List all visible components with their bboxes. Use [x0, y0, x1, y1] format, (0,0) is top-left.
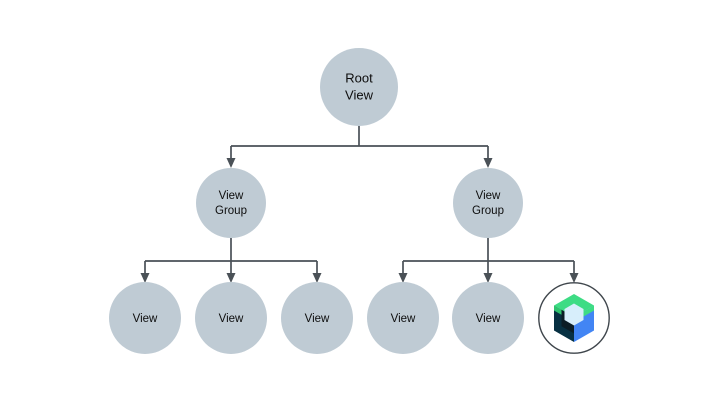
arrow-head-to-view-leaf-1 — [140, 273, 150, 283]
view-leaf-4-label: View — [391, 313, 416, 325]
node-view-leaf-4[interactable]: View — [367, 282, 439, 354]
view-leaf-1-label: View — [133, 313, 158, 325]
arrow-head-to-view-leaf-5 — [483, 273, 493, 283]
view-leaf-5-label: View — [476, 313, 501, 325]
view-leaf-1-circle[interactable] — [109, 282, 181, 354]
view-leaf-3-label: View — [305, 313, 330, 325]
node-view-group-right[interactable]: View Group — [453, 168, 523, 238]
logo-center-hexagon — [564, 303, 584, 326]
arrow-head-to-view-group-left — [226, 158, 236, 168]
view-leaf-2-circle[interactable] — [195, 282, 267, 354]
arrow-head-to-compose-logo-node — [569, 273, 579, 283]
root-view-label-line2: View — [345, 87, 374, 102]
jetpack-compose-logo-icon — [554, 294, 594, 342]
arrow-head-to-view-group-right — [483, 158, 493, 168]
node-root-view[interactable]: Root View — [320, 48, 398, 126]
root-view-label-line1: Root — [345, 70, 373, 85]
view-leaf-3-circle[interactable] — [281, 282, 353, 354]
view-leaf-4-circle[interactable] — [367, 282, 439, 354]
node-view-group-left[interactable]: View Group — [196, 168, 266, 238]
root-view-circle[interactable] — [320, 48, 398, 126]
connector-group-right-branch — [398, 238, 579, 283]
view-group-right-label-line1: View — [476, 190, 501, 202]
arrow-head-to-view-leaf-3 — [312, 273, 322, 283]
connector-group-root-level — [226, 126, 493, 168]
arrow-head-to-view-leaf-4 — [398, 273, 408, 283]
arrow-head-to-view-leaf-2 — [226, 273, 236, 283]
view-group-right-label-line2: Group — [472, 205, 504, 217]
node-view-leaf-2[interactable]: View — [195, 282, 267, 354]
view-leaf-2-label: View — [219, 313, 244, 325]
view-leaf-5-circle[interactable] — [452, 282, 524, 354]
node-view-leaf-5[interactable]: View — [452, 282, 524, 354]
view-group-right-circle[interactable] — [453, 168, 523, 238]
connector-group-left-branch — [140, 238, 322, 283]
node-view-leaf-1[interactable]: View — [109, 282, 181, 354]
view-group-left-circle[interactable] — [196, 168, 266, 238]
view-group-left-label-line2: Group — [215, 205, 247, 217]
view-group-left-label-line1: View — [219, 190, 244, 202]
connector-viewgroup-left-to-leaves — [144, 238, 318, 275]
node-compose-logo[interactable] — [538, 282, 610, 354]
node-view-leaf-3[interactable]: View — [281, 282, 353, 354]
connector-root-to-viewgroups — [230, 126, 489, 160]
connector-viewgroup-right-to-leaves — [402, 238, 575, 275]
